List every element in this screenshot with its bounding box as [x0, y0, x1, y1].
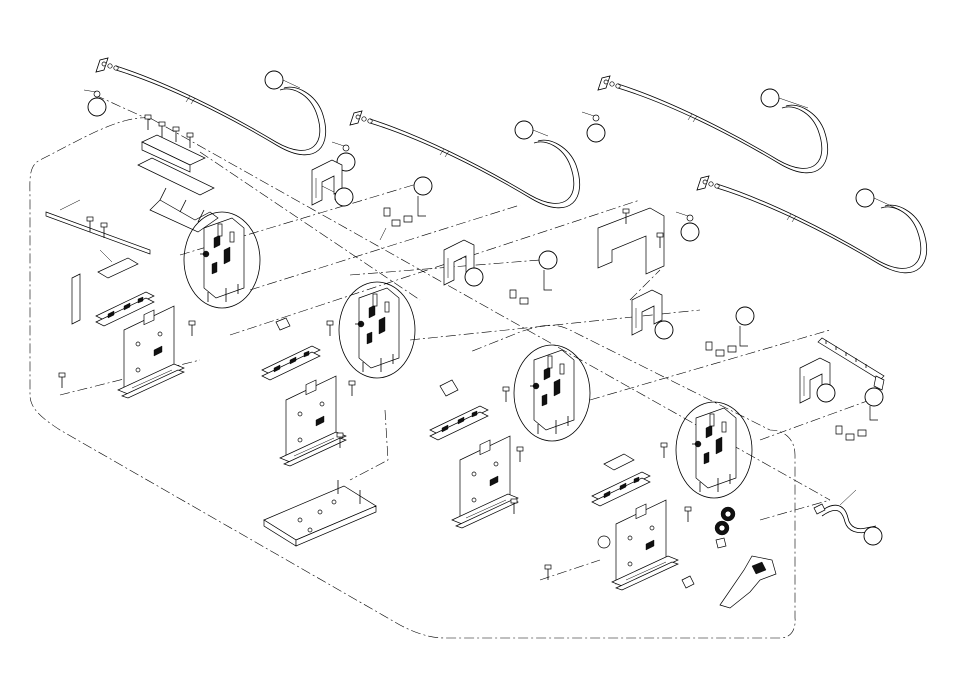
- callout-marker-7: [856, 189, 874, 207]
- callout-marker-6: [587, 124, 605, 142]
- unit-3-assembly: [430, 380, 523, 528]
- callout-marker-1: [265, 71, 283, 89]
- cable-assembly-2: [332, 111, 580, 208]
- unit-1-assembly: [59, 250, 195, 398]
- lever-arm: [720, 556, 776, 608]
- unit-2-mechanism: [327, 282, 415, 378]
- callout-marker-17: [865, 388, 883, 406]
- callout-marker-14: [539, 251, 557, 269]
- cable-assembly-5: [814, 490, 882, 545]
- unit-2-cable-connectors: [380, 177, 483, 286]
- callout-marker-9: [864, 527, 882, 545]
- drive-shaft: [800, 338, 884, 440]
- unit-3-top: [510, 208, 754, 356]
- cable-assembly-4: [676, 176, 927, 273]
- gear-set: [715, 507, 735, 548]
- callout-marker-16: [817, 384, 835, 402]
- callout-marker-15: [736, 307, 754, 325]
- unit-1-top-clamp: [138, 115, 218, 232]
- callout-marker-10: [335, 188, 353, 206]
- callout-marker-12: [465, 268, 483, 286]
- callout-marker-5: [761, 89, 779, 107]
- callout-marker-8: [681, 223, 699, 241]
- callout-marker-13: [655, 321, 673, 339]
- callout-marker-11: [414, 177, 432, 195]
- unit-3-mechanism: [503, 345, 590, 441]
- unit-4-assembly: [545, 454, 694, 590]
- unit-1-shaft: [46, 200, 150, 254]
- callout-marker-2: [88, 98, 106, 116]
- base-plate: [264, 480, 376, 546]
- unit-4-mechanism: [661, 402, 752, 498]
- unit-2-assembly: [262, 318, 355, 466]
- callout-marker-3: [515, 121, 533, 139]
- cable-assembly-3: [582, 76, 828, 173]
- unit-1-mechanism: [184, 160, 353, 308]
